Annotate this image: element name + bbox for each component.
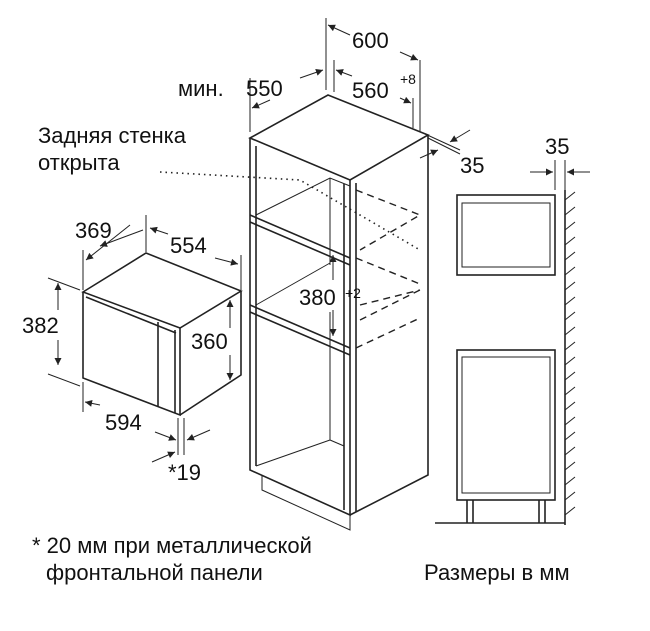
dim-35-top-label: 35 [460, 153, 484, 178]
dim-380-tolerance: +2 [345, 285, 361, 301]
dim-19-label: *19 [168, 460, 201, 485]
microwave-oven [81, 252, 243, 417]
dim-382-label: 382 [22, 313, 59, 338]
dim-600-label: 600 [352, 28, 389, 53]
dim-35-side-label: 35 [545, 134, 569, 159]
footnote-line2: фронтальной панели [46, 560, 263, 585]
rear-wall-note-line1: Задняя стенка [38, 123, 187, 148]
dim-min-prefix-label: мин. [178, 76, 224, 101]
rear-wall-note-line2: открыта [38, 150, 120, 175]
units-note: Размеры в мм [424, 560, 570, 585]
tall-cabinet [159, 94, 430, 531]
dim-550-label: 550 [246, 76, 283, 101]
dim-380-label: 380 [299, 285, 336, 310]
dim-369-label: 369 [75, 218, 112, 243]
dimension-lines [47, 18, 471, 463]
side-view [435, 160, 590, 525]
dim-594-label: 594 [105, 410, 142, 435]
dim-360-label: 360 [191, 329, 228, 354]
dim-560-label: 560 [352, 78, 389, 103]
dim-560-tolerance: +8 [400, 71, 416, 87]
dim-554-label: 554 [170, 233, 207, 258]
footnote-line1: * 20 мм при металлической [32, 533, 312, 558]
